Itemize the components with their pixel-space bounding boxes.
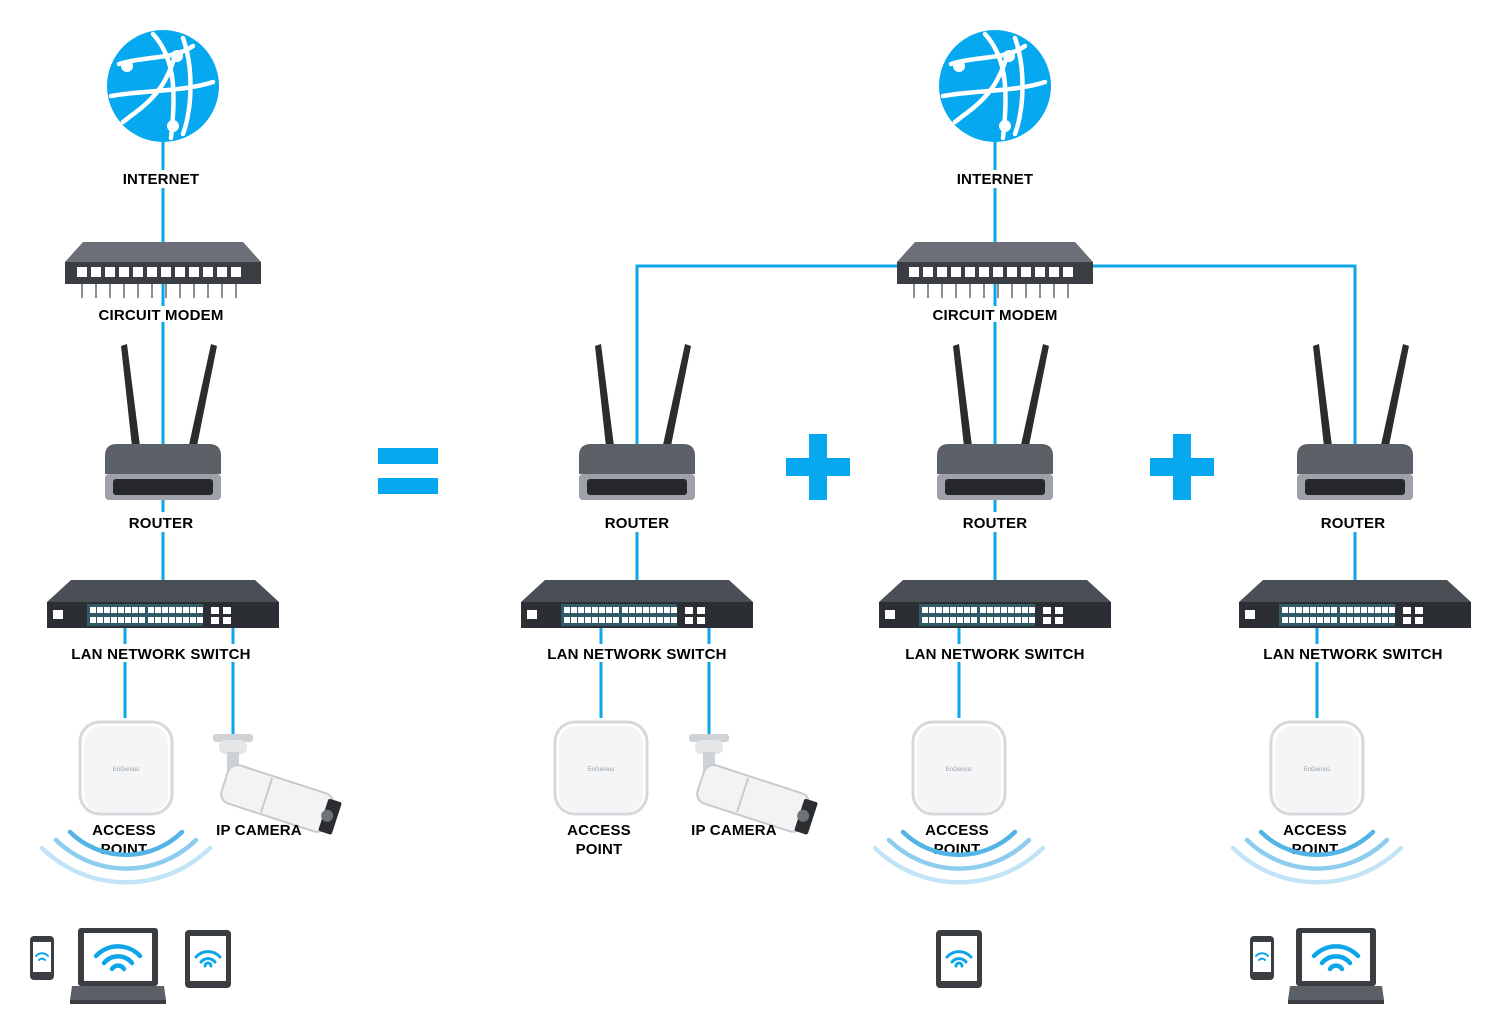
tablet-icon bbox=[934, 928, 984, 990]
access-point-icon bbox=[78, 720, 174, 816]
label-ip-camera: IP CAMERA bbox=[691, 822, 777, 839]
label-access-point-line2: POINT bbox=[576, 841, 623, 858]
label-circuit-modem: CIRCUIT MODEM bbox=[932, 307, 1057, 324]
laptop-icon bbox=[70, 928, 166, 1004]
plus-sign-1 bbox=[786, 434, 850, 500]
topology-split-shared: INTERNET CIRCUIT MODEM bbox=[896, 30, 1094, 324]
branch-2: ROUTER LAN NETWORK SWITCH ACCESS POINT bbox=[875, 344, 1111, 990]
access-point-icon bbox=[553, 720, 649, 816]
label-access-point-line1: ACCESS bbox=[925, 822, 989, 839]
topology-single: INTERNET CIRCUIT MODEM ROUTER LAN NETWOR… bbox=[29, 30, 345, 1004]
plus-sign-2 bbox=[1150, 434, 1214, 500]
globe-icon bbox=[107, 30, 219, 142]
network-switch-icon bbox=[47, 580, 279, 628]
connection-lines bbox=[123, 140, 1357, 734]
equals-sign bbox=[378, 448, 438, 494]
label-lan-switch: LAN NETWORK SWITCH bbox=[547, 646, 726, 663]
access-point-icon bbox=[911, 720, 1007, 816]
network-switch-icon bbox=[879, 580, 1111, 628]
network-switch-icon bbox=[521, 580, 753, 628]
access-point-icon bbox=[1269, 720, 1365, 816]
label-access-point-line1: ACCESS bbox=[1283, 822, 1347, 839]
label-circuit-modem: CIRCUIT MODEM bbox=[98, 307, 223, 324]
laptop-icon bbox=[1288, 928, 1384, 1004]
label-lan-switch: LAN NETWORK SWITCH bbox=[1263, 646, 1442, 663]
branch-1: ROUTER LAN NETWORK SWITCH ACCESS POINT I… bbox=[521, 344, 821, 858]
label-router: ROUTER bbox=[605, 515, 670, 532]
smartphone-icon bbox=[1249, 935, 1275, 981]
label-lan-switch: LAN NETWORK SWITCH bbox=[71, 646, 250, 663]
branch-3: ROUTER LAN NETWORK SWITCH ACCESS POINT bbox=[1233, 344, 1471, 1004]
label-router: ROUTER bbox=[963, 515, 1028, 532]
label-internet: INTERNET bbox=[123, 171, 200, 188]
smartphone-icon bbox=[29, 935, 55, 981]
globe-icon bbox=[939, 30, 1051, 142]
label-router: ROUTER bbox=[129, 515, 194, 532]
label-ip-camera: IP CAMERA bbox=[216, 822, 302, 839]
label-internet: INTERNET bbox=[957, 171, 1034, 188]
label-router: ROUTER bbox=[1321, 515, 1386, 532]
network-switch-icon bbox=[1239, 580, 1471, 628]
label-access-point-line1: ACCESS bbox=[567, 822, 631, 839]
tablet-icon bbox=[183, 928, 233, 990]
label-access-point-line1: ACCESS bbox=[92, 822, 156, 839]
label-lan-switch: LAN NETWORK SWITCH bbox=[905, 646, 1084, 663]
